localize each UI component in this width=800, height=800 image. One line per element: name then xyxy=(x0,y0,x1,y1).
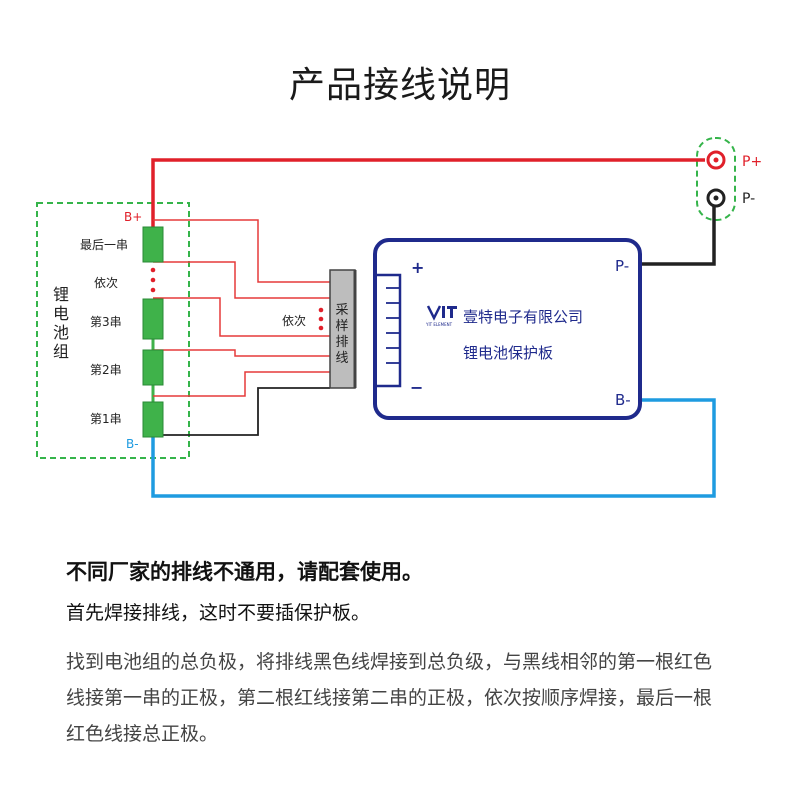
p-minus-terminal-dot xyxy=(713,195,719,201)
battery-pack-box xyxy=(36,202,190,459)
board-socket xyxy=(376,273,402,388)
battery-cell-2 xyxy=(142,349,164,386)
harness-dot xyxy=(318,325,324,331)
output-terminal-box xyxy=(696,137,736,221)
board-b-minus-label: B- xyxy=(615,391,631,409)
note-first-step: 首先焊接排线，这时不要插保护板。 xyxy=(66,602,371,624)
battery-pack-label: 锂电池组 xyxy=(53,285,69,361)
board-p-minus-label: P- xyxy=(615,257,629,275)
vertical-char: 样 xyxy=(335,319,348,334)
board-plus-label: + xyxy=(411,258,424,277)
vertical-char: 排 xyxy=(335,335,348,350)
company-name: 壹特电子有限公司 xyxy=(463,308,583,326)
harness-wire-last xyxy=(153,261,330,299)
protection-board xyxy=(373,238,642,420)
harness-wire-3 xyxy=(153,297,330,337)
page-title: 产品接线说明 xyxy=(288,65,511,106)
note-compatibility: 不同厂家的排线不通用，请配套使用。 xyxy=(66,560,423,584)
harness-sequence-label: 依次 xyxy=(282,313,306,328)
board-minus-label: − xyxy=(410,378,423,397)
harness-connector-label: 采样排线 xyxy=(335,303,348,366)
main-positive-wire xyxy=(151,158,705,229)
p-plus-label: P+ xyxy=(742,154,762,170)
cell-label-sequence: 依次 xyxy=(94,275,118,290)
cell-label-2: 第2串 xyxy=(90,363,122,377)
p-minus-label: P- xyxy=(742,191,755,207)
vertical-char: 采 xyxy=(335,303,348,318)
wiring-diagram: B+ B- 最后一串 依次 第3串 第2串 第1串 锂电池组 依次 采样排线 +… xyxy=(36,137,762,498)
harness-wire-2 xyxy=(153,349,330,357)
vertical-char: 池 xyxy=(53,323,69,342)
vertical-char: 锂 xyxy=(53,285,69,304)
harness-wire-black xyxy=(153,387,330,436)
b-minus-label: B- xyxy=(126,437,139,451)
vertical-char: 电 xyxy=(53,304,69,323)
cell-label-1: 第1串 xyxy=(90,412,122,426)
p-plus-terminal-dot xyxy=(713,157,719,163)
battery-cell-last xyxy=(142,226,164,263)
battery-cell-3 xyxy=(142,298,164,340)
sequence-dot xyxy=(150,287,156,293)
vertical-char: 组 xyxy=(53,342,69,361)
battery-cell-1 xyxy=(142,401,164,438)
sequence-dot xyxy=(150,277,156,283)
harness-wire-total-positive xyxy=(153,219,330,283)
p-minus-wire xyxy=(640,206,716,266)
harness-dot xyxy=(318,307,324,313)
company-logo: YIT ELEMENT xyxy=(425,305,457,327)
harness-dot xyxy=(318,316,324,322)
cell-label-last: 最后一串 xyxy=(80,238,128,252)
note-instructions: 找到电池组的总负极，将排线黑色线焊接到总负级，与黑线相邻的第一根红色线接第一串的… xyxy=(66,651,713,745)
sequence-dot xyxy=(150,267,156,273)
harness-wire-1 xyxy=(153,371,330,397)
cell-label-3: 第3串 xyxy=(90,315,122,329)
main-negative-wire xyxy=(151,398,716,498)
board-name: 锂电池保护板 xyxy=(463,344,553,362)
logo-subtext: YIT ELEMENT xyxy=(425,322,453,327)
vertical-char: 线 xyxy=(335,351,348,366)
b-plus-label: B+ xyxy=(124,210,142,224)
